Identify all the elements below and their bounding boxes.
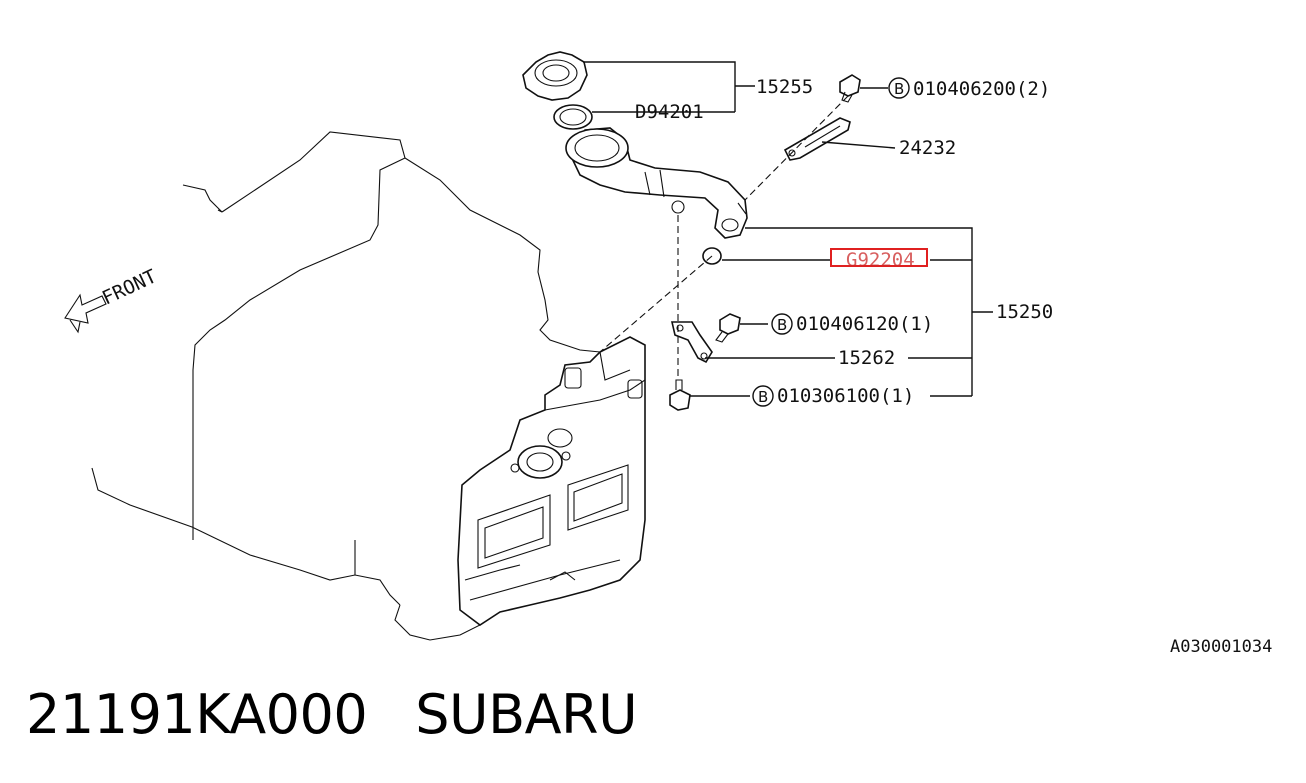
engine-side-panel xyxy=(457,336,646,626)
leader-lines xyxy=(583,61,993,397)
front-arrow-icon xyxy=(64,293,107,334)
assembly-line xyxy=(744,95,849,201)
caption: 21191KA000 SUBARU xyxy=(26,683,638,746)
bolt-code-marker: B xyxy=(752,385,774,407)
callout-o-ring: D94201 xyxy=(635,101,704,123)
filler-pipe xyxy=(565,127,748,239)
callout-bolt-middle: 010406120(1) xyxy=(796,313,933,335)
callout-oil-filler-cap: 15255 xyxy=(756,76,813,98)
callout-filler-pipe-assembly: 15250 xyxy=(996,301,1053,323)
svg-text:B: B xyxy=(758,388,768,406)
oil-filler-cap xyxy=(522,51,588,101)
svg-text:B: B xyxy=(777,316,787,334)
caption-brand: SUBARU xyxy=(415,683,638,746)
gasket xyxy=(702,247,722,265)
highlight-box xyxy=(830,248,928,267)
front-label: FRONT xyxy=(99,265,160,309)
callout-bolt-bottom: 010306100(1) xyxy=(777,385,914,407)
pipe-bracket xyxy=(670,321,713,364)
callout-bolt-top: 010406200(2) xyxy=(913,78,1050,100)
bolt-code-marker: B xyxy=(888,77,910,99)
bolt-bottom xyxy=(669,379,691,411)
engine-block xyxy=(91,131,601,641)
callout-pipe-bracket: 15262 xyxy=(838,347,895,369)
bracket xyxy=(783,117,851,161)
bolt-code-marker: B xyxy=(771,313,793,335)
bolt-middle xyxy=(715,313,741,343)
caption-part-number: 21191KA000 xyxy=(26,683,368,746)
callout-bracket: 24232 xyxy=(899,137,956,159)
assembly-line xyxy=(599,255,713,353)
callout-gasket: G92204 xyxy=(846,249,915,271)
svg-text:B: B xyxy=(894,80,904,98)
bolt-top xyxy=(839,74,861,103)
figure-ref: A030001034 xyxy=(1170,637,1272,657)
